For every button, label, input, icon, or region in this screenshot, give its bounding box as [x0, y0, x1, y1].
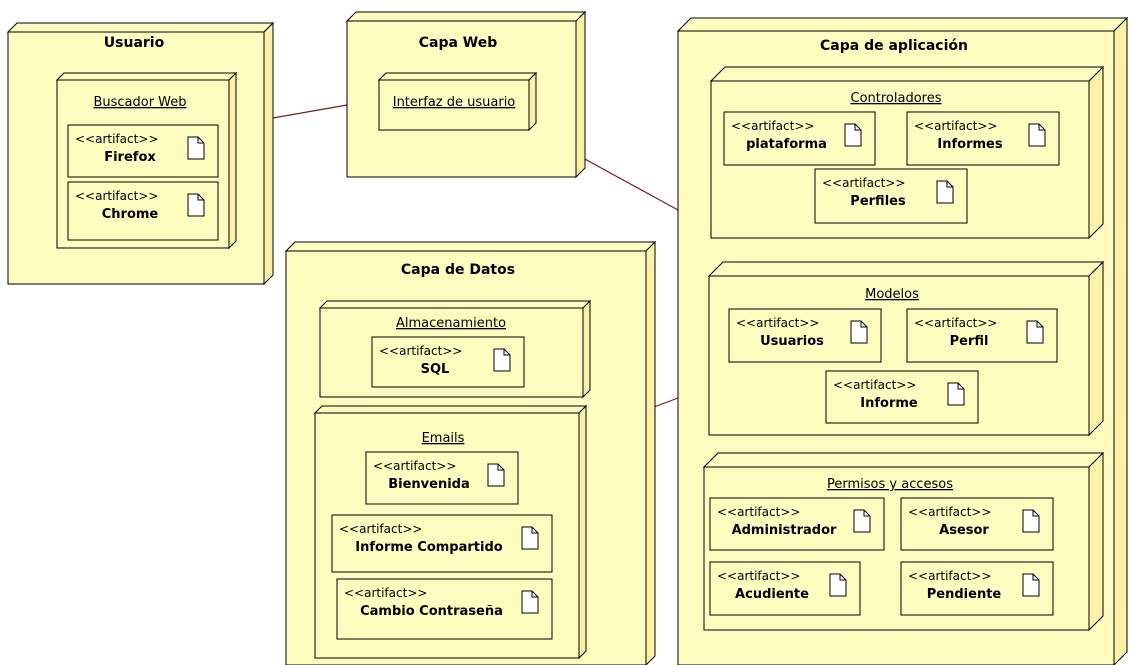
node-title-controladores: Controladores: [851, 91, 942, 106]
node-title-capa-datos: Capa de Datos: [401, 262, 515, 278]
artifact-firefox: <<artifact>> Firefox: [67, 124, 219, 178]
node-title-capa-aplicacion: Capa de aplicación: [820, 38, 968, 54]
artifact-stereotype: <<artifact>>: [75, 132, 158, 146]
artifact-plataforma: <<artifact>> plataforma: [723, 111, 876, 166]
artifact-administrador: <<artifact>> Administrador: [709, 497, 885, 551]
artifact-stereotype: <<artifact>>: [908, 569, 991, 583]
connector-usuario-capa-web: [272, 104, 348, 119]
node-title-modelos: Modelos: [865, 287, 919, 302]
node-title-emails: Emails: [422, 431, 465, 446]
artifact-name: Informes: [937, 137, 1002, 152]
node-title-capa-web: Capa Web: [419, 35, 498, 51]
node-title-permisos: Permisos y accesos: [827, 477, 953, 492]
artifact-name: Administrador: [732, 523, 837, 538]
artifact-document-icon: [1022, 573, 1040, 597]
artifact-asesor: <<artifact>> Asesor: [900, 497, 1054, 551]
node-title-almacenamiento: Almacenamiento: [396, 316, 506, 331]
artifact-document-icon: [850, 320, 868, 344]
artifact-stereotype: <<artifact>>: [344, 586, 427, 600]
artifact-informe-compartido: <<artifact>> Informe Compartido: [331, 514, 553, 573]
artifact-document-icon: [493, 348, 511, 372]
artifact-document-icon: [1026, 320, 1044, 344]
artifact-cambio-contrasena: <<artifact>> Cambio Contraseña: [336, 578, 553, 640]
artifact-pendiente: <<artifact>> Pendiente: [900, 561, 1054, 616]
artifact-name: Chrome: [102, 207, 159, 222]
artifact-perfil: <<artifact>> Perfil: [906, 308, 1058, 363]
artifact-stereotype: <<artifact>>: [75, 189, 158, 203]
artifact-stereotype: <<artifact>>: [822, 176, 905, 190]
artifact-document-icon: [936, 180, 954, 204]
artifact-document-icon: [187, 193, 205, 217]
artifact-stereotype: <<artifact>>: [833, 378, 916, 392]
artifact-name: Firefox: [104, 150, 156, 165]
artifact-informe: <<artifact>> Informe: [825, 370, 979, 424]
artifact-stereotype: <<artifact>>: [914, 316, 997, 330]
artifact-stereotype: <<artifact>>: [339, 522, 422, 536]
artifact-name: Pendiente: [927, 587, 1002, 602]
artifact-name: Usuarios: [760, 334, 824, 349]
artifact-document-icon: [487, 463, 505, 487]
artifact-document-icon: [1022, 509, 1040, 533]
artifact-stereotype: <<artifact>>: [908, 505, 991, 519]
artifact-document-icon: [829, 573, 847, 597]
artifact-stereotype: <<artifact>>: [379, 344, 462, 358]
artifact-name: Informe Compartido: [355, 540, 502, 555]
artifact-sql: <<artifact>> SQL: [371, 336, 525, 388]
artifact-usuarios: <<artifact>> Usuarios: [728, 308, 882, 363]
connectors: [272, 104, 679, 408]
artifact-acudiente: <<artifact>> Acudiente: [709, 561, 861, 616]
artifact-name: Bienvenida: [388, 477, 470, 492]
artifact-stereotype: <<artifact>>: [717, 569, 800, 583]
node-title-buscador: Buscador Web: [93, 95, 186, 110]
artifact-name: Acudiente: [735, 587, 809, 602]
artifact-document-icon: [853, 509, 871, 533]
artifact-document-icon: [187, 136, 205, 160]
connector-capa-web-aplicacion: [582, 157, 679, 211]
artifact-name: Informe: [860, 396, 918, 411]
artifact-stereotype: <<artifact>>: [736, 316, 819, 330]
artifact-stereotype: <<artifact>>: [373, 459, 456, 473]
artifact-name: SQL: [421, 362, 450, 377]
artifact-stereotype: <<artifact>>: [914, 119, 997, 133]
artifact-stereotype: <<artifact>>: [731, 119, 814, 133]
artifact-document-icon: [1028, 123, 1046, 147]
artifact-name: Cambio Contraseña: [360, 604, 503, 619]
artifact-perfiles: <<artifact>> Perfiles: [814, 168, 968, 224]
artifact-bienvenida: <<artifact>> Bienvenida: [365, 451, 519, 505]
artifact-name: Perfiles: [850, 194, 906, 209]
artifact-name: plataforma: [746, 137, 827, 152]
artifact-name: Asesor: [939, 523, 989, 538]
connector-datos-aplicacion: [653, 397, 679, 408]
artifact-name: Perfil: [950, 334, 989, 349]
node-title-interfaz: Interfaz de usuario: [393, 95, 516, 110]
artifact-document-icon: [521, 590, 539, 614]
artifact-stereotype: <<artifact>>: [717, 505, 800, 519]
artifact-document-icon: [947, 382, 965, 406]
artifact-document-icon: [521, 526, 539, 550]
artifact-document-icon: [844, 123, 862, 147]
artifact-chrome: <<artifact>> Chrome: [67, 181, 219, 241]
artifact-informes: <<artifact>> Informes: [906, 111, 1060, 166]
node-title-usuario: Usuario: [104, 35, 165, 51]
node-interfaz-usuario: Interfaz de usuario: [377, 71, 538, 132]
